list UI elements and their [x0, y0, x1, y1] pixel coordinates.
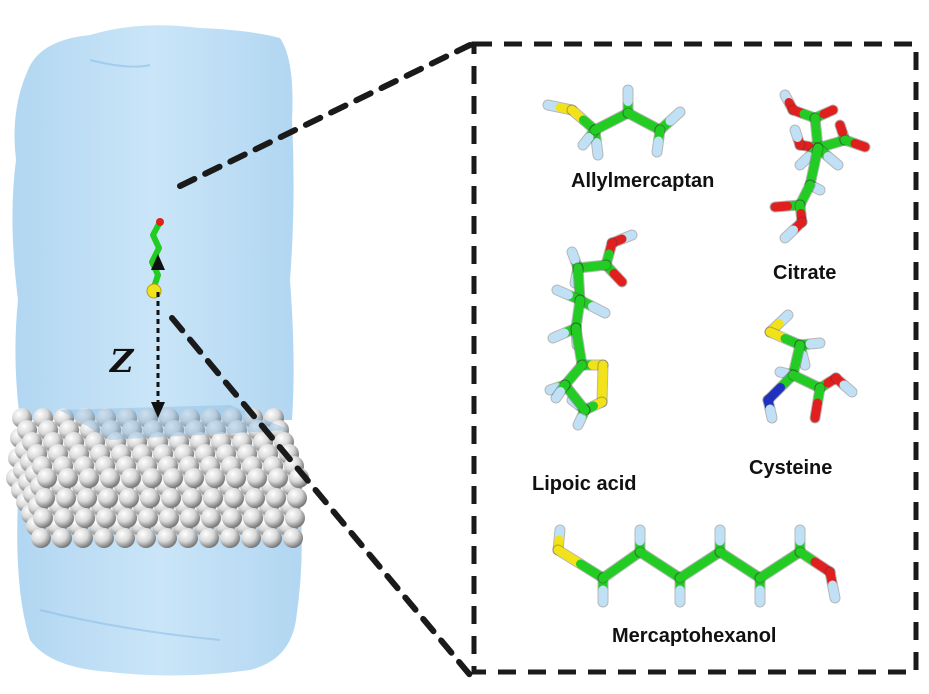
gold-atom: [180, 508, 200, 528]
gold-atom: [96, 508, 116, 528]
gold-atom: [262, 528, 282, 548]
bond: [835, 120, 847, 137]
gold-atom: [220, 528, 240, 548]
gold-atom: [178, 528, 198, 548]
z-axis-arrow: [151, 254, 165, 418]
gold-atom: [115, 528, 135, 548]
bond: [765, 404, 777, 423]
gold-atom: [31, 528, 51, 548]
gold-atom: [119, 488, 139, 508]
bond: [798, 350, 810, 370]
gold-atom: [205, 468, 225, 488]
lipoic-acid-molecule: [544, 229, 638, 431]
bond: [810, 183, 825, 195]
bond: [839, 380, 857, 397]
gold-atom: [138, 508, 158, 528]
gold-atom: [35, 488, 55, 508]
bond: [823, 152, 843, 170]
bond: [790, 125, 802, 142]
gold-atom: [140, 488, 160, 508]
bond: [569, 360, 587, 380]
gold-atom: [159, 508, 179, 528]
gold-atom: [77, 488, 97, 508]
gold-atom: [58, 468, 78, 488]
citrate-molecule: [769, 89, 871, 244]
bond: [810, 398, 822, 423]
bond: [551, 387, 565, 403]
bond: [609, 269, 627, 287]
gold-atom: [268, 468, 288, 488]
gold-atom: [54, 508, 74, 528]
gold-atom: [73, 528, 93, 548]
bond: [592, 138, 603, 160]
bond: [819, 105, 838, 119]
gold-atom: [266, 488, 286, 508]
gold-atom: [222, 508, 242, 528]
bond: [828, 580, 840, 603]
gold-atom: [94, 528, 114, 548]
z-axis-label: Z: [108, 342, 135, 380]
gold-atom: [163, 468, 183, 488]
bond: [665, 107, 685, 126]
inset-box: [471, 41, 919, 675]
gold-atom: [287, 488, 307, 508]
bond: [805, 338, 825, 349]
mercaptohexanol-label: Mercaptohexanol: [612, 625, 777, 647]
allylmercaptan-molecule: [542, 84, 686, 161]
bond: [652, 136, 663, 157]
zoom-lines: [169, 42, 473, 678]
gold-atom: [264, 508, 284, 528]
bond: [548, 328, 569, 343]
bond: [775, 367, 791, 378]
bond: [780, 225, 798, 243]
water-overlap: [60, 405, 290, 440]
gold-atom: [98, 488, 118, 508]
gold-atom: [245, 488, 265, 508]
gold-atom: [136, 528, 156, 548]
gold-atom: [285, 508, 305, 528]
allylmercaptan-label: Allylmercaptan: [571, 170, 715, 192]
gold-atom: [37, 468, 57, 488]
bond: [795, 152, 814, 170]
bond: [850, 139, 870, 152]
gold-atom: [247, 468, 267, 488]
bond: [545, 383, 562, 395]
citrate-label: Citrate: [773, 262, 837, 284]
lipoic-acid-label: Lipoic acid: [532, 473, 637, 495]
bond: [552, 285, 573, 300]
bond: [578, 133, 594, 150]
gold-atom: [75, 508, 95, 528]
gold-atom: [241, 528, 261, 548]
gold-atom: [56, 488, 76, 508]
water-box-upper: [12, 25, 294, 420]
gold-atom: [201, 508, 221, 528]
gold-atom: [121, 468, 141, 488]
mercaptohexanol-molecule: [552, 524, 841, 608]
gold-atom: [33, 508, 53, 528]
gold-atom: [199, 528, 219, 548]
gold-atom: [182, 488, 202, 508]
gold-atom: [79, 468, 99, 488]
gold-atom: [52, 528, 72, 548]
cysteine-label: Cysteine: [749, 457, 833, 479]
gold-atom: [243, 508, 263, 528]
bond: [573, 413, 586, 430]
gold-atom: [161, 488, 181, 508]
gold-atom: [184, 468, 204, 488]
gold-atom: [203, 488, 223, 508]
gold-atom: [226, 468, 246, 488]
gold-atom: [142, 468, 162, 488]
bond: [567, 247, 580, 265]
bond: [588, 302, 610, 318]
gold-atom: [283, 528, 303, 548]
gold-atom: [157, 528, 177, 548]
cysteine-molecule: [762, 309, 858, 424]
gold-atom: [117, 508, 137, 528]
gold-atom: [100, 468, 120, 488]
gold-atom: [224, 488, 244, 508]
bond: [770, 201, 792, 212]
